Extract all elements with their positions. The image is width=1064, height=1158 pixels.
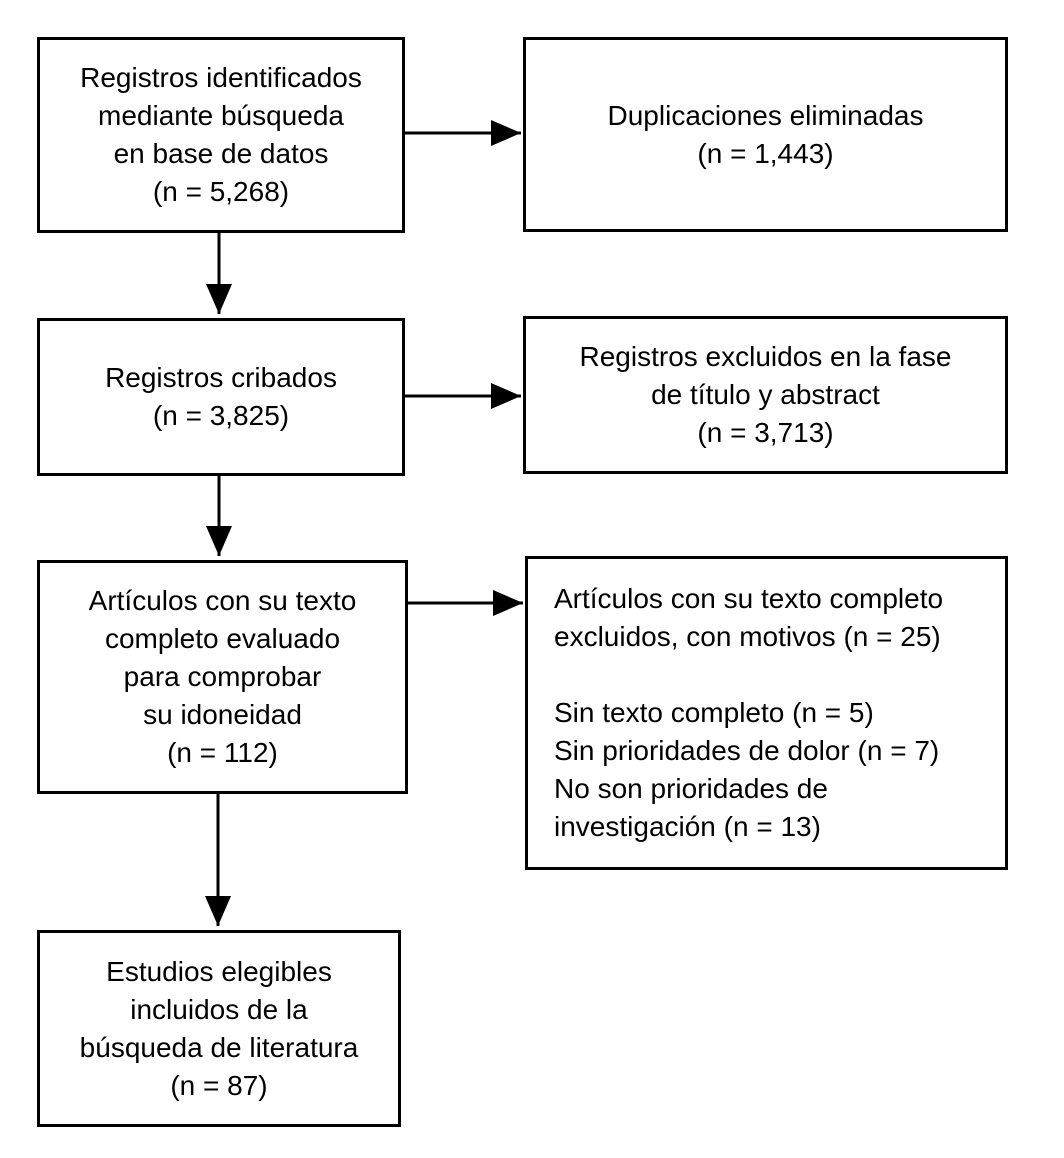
box-line-text: Estudios elegibles	[106, 955, 332, 987]
box-line-text: Registros excluidos en la fase	[579, 341, 952, 372]
box-full-text-assessed: Artículos con su texto completo evaluado…	[37, 560, 408, 794]
box-line-text: (n = 1,443)	[697, 137, 834, 169]
box-line-text: (n = 5,268)	[152, 176, 290, 207]
box-studies-included: Estudios elegibles incluidos de la búsqu…	[37, 930, 401, 1127]
box-line-text: su idoneidad	[143, 699, 302, 730]
box-line-text: búsqueda de literatura	[79, 1031, 359, 1063]
box-line-text: (n = 87)	[170, 1069, 268, 1101]
box-line-text: incluidos de la	[130, 993, 308, 1025]
box-line-text: Registros identificados	[80, 62, 362, 93]
box-duplicates-removed: Duplicaciones eliminadas (n = 1,443)	[523, 37, 1008, 232]
box-line-text: Artículos con su texto completo	[554, 583, 944, 614]
box-line-text: Artículos con su texto	[88, 585, 357, 616]
box-records-screened: Registros cribados (n = 3,825)	[37, 318, 405, 476]
box-excluded-title-abstract: Registros excluidos en la fase de título…	[523, 316, 1008, 474]
box-line-text: (n = 3,825)	[152, 400, 290, 431]
box-line-text: para comprobar	[123, 661, 322, 692]
box-line-text: en base de datos	[113, 138, 329, 169]
box-line-text: Duplicaciones eliminadas	[607, 99, 924, 131]
box-line-text: (n = 112)	[167, 737, 278, 768]
box-line-text: (n = 3,713)	[697, 417, 834, 448]
box-full-text-excluded: Artículos con su texto completo excluido…	[525, 556, 1008, 870]
box-line-text: completo evaluado	[104, 623, 341, 654]
box-line-text: mediante búsqueda	[98, 100, 344, 131]
box-line-text: No son prioridades de	[554, 773, 828, 804]
box-line-text: Sin texto completo (n = 5)	[554, 697, 874, 728]
box-line-text: de título y abstract	[651, 379, 880, 410]
box-line-text: excluidos, con motivos (n = 25)	[554, 621, 941, 652]
box-records-identified: Registros identificados mediante búsqued…	[37, 37, 405, 233]
box-line-text: Sin prioridades de dolor (n = 7)	[554, 735, 940, 766]
box-line-text: Registros cribados	[105, 362, 337, 393]
box-line-text: investigación (n = 13)	[554, 811, 821, 842]
